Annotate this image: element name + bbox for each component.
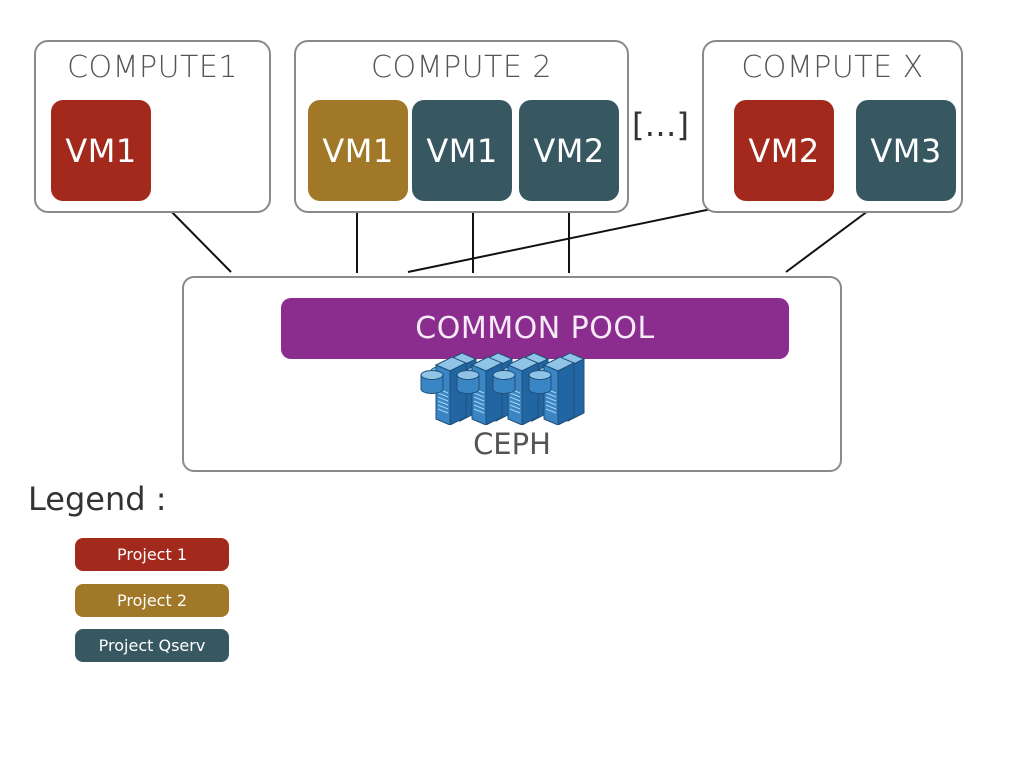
vm-label: VM3 — [870, 131, 942, 170]
legend-item-label: Project Qserv — [98, 636, 206, 655]
legend-item-project-qserv: Project Qserv — [75, 629, 229, 662]
vm-label: VM1 — [65, 131, 137, 170]
compute-node-x: COMPUTE X VM2 VM3 — [702, 40, 963, 213]
vm-box: VM1 — [308, 100, 408, 201]
ceph-label: CEPH — [473, 427, 551, 461]
compute-node-1: COMPUTE1 VM1 — [34, 40, 271, 213]
vm-label: VM1 — [426, 131, 498, 170]
vm-box: VM1 — [412, 100, 512, 201]
vm-label: VM2 — [533, 131, 605, 170]
link-computex-vm3 — [785, 201, 881, 273]
compute-node-2: COMPUTE 2 VM1 VM1 VM2 — [294, 40, 629, 213]
compute-node-x-title: COMPUTE X — [741, 50, 924, 85]
legend-item-label: Project 2 — [116, 591, 187, 610]
vm-box: VM1 — [51, 100, 151, 201]
legend-item-project-1: Project 1 — [75, 538, 229, 571]
common-pool-label: COMMON POOL — [415, 311, 655, 346]
legend-item-label: Project 1 — [116, 545, 187, 564]
vm-label: VM1 — [322, 131, 394, 170]
vm-box: VM2 — [519, 100, 619, 201]
more-computes-ellipsis: […] — [632, 106, 689, 144]
link-computex-vm2 — [407, 201, 746, 273]
compute-node-1-title: COMPUTE1 — [67, 50, 238, 85]
vm-box: VM2 — [734, 100, 834, 201]
legend-item-project-2: Project 2 — [75, 584, 229, 617]
server-storage-icon — [420, 352, 585, 425]
compute-node-2-title: COMPUTE 2 — [371, 50, 552, 85]
common-pool: COMMON POOL — [281, 298, 789, 359]
vm-label: VM2 — [748, 131, 820, 170]
legend-title: Legend : — [28, 480, 167, 518]
vm-box: VM3 — [856, 100, 956, 201]
